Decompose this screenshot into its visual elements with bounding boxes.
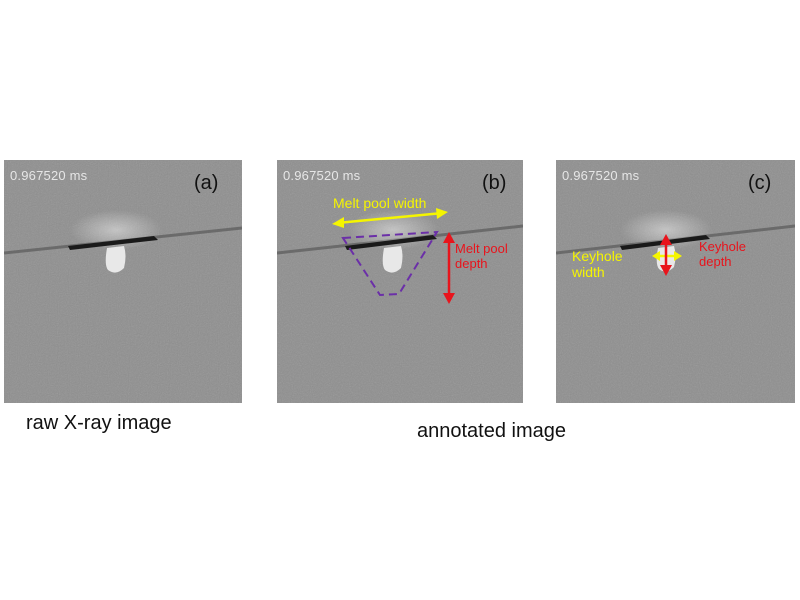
panel-label-a: (a) xyxy=(194,172,219,194)
melt-pool-depth-line1: Melt pool xyxy=(455,241,508,256)
xray-image-b xyxy=(277,160,523,403)
melt-pool-width-label: Melt pool width xyxy=(333,195,427,211)
caption-annotated: annotated image xyxy=(417,420,567,442)
keyhole-width-label: Keyhole width xyxy=(572,248,623,280)
melt-pool-depth-label: Melt pool depth xyxy=(455,241,508,272)
melt-pool-width-arrow xyxy=(332,208,448,228)
keyhole-depth-line2: depth xyxy=(699,253,732,269)
xray-panel-a: 0.967520 ms (a) xyxy=(4,160,242,403)
melt-pool-depth-line2: depth xyxy=(455,255,488,271)
timestamp-b: 0.967520 ms xyxy=(283,168,361,183)
timestamp-a: 0.967520 ms xyxy=(10,168,88,183)
xray-panel-c: 0.967520 ms (c) Keyhole width Keyhole de… xyxy=(556,160,795,403)
caption-raw: raw X-ray image xyxy=(26,412,172,434)
panel-label-b: (b) xyxy=(482,172,507,194)
keyhole-width-line2: width xyxy=(572,264,605,281)
timestamp-c: 0.967520 ms xyxy=(562,168,640,183)
melt-pool-depth-arrow xyxy=(443,232,455,304)
keyhole-depth-arrow xyxy=(660,234,672,276)
keyhole-width-line1: Keyhole xyxy=(572,248,623,264)
keyhole-depth-label: Keyhole depth xyxy=(699,239,746,270)
melt-pool-outline xyxy=(341,230,439,297)
xray-panel-b: 0.967520 ms (b) Melt pool width Melt poo… xyxy=(277,160,523,403)
keyhole-depth-line1: Keyhole xyxy=(699,239,746,254)
xray-image-c xyxy=(556,160,795,403)
xray-image-a xyxy=(4,160,242,403)
panel-label-c: (c) xyxy=(748,172,772,194)
